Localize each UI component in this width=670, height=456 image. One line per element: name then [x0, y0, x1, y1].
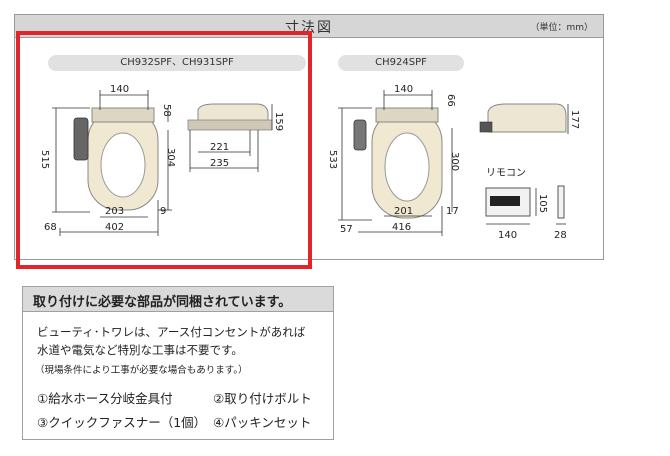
left-dim-total-length: 515 [39, 150, 50, 169]
right-toilet-top-view [338, 90, 453, 236]
left-dim-seat-length: 304 [165, 148, 176, 167]
info-body: ビューティ･トワレは、アース付コンセントがあれば 水道や電気など特別な工事は不要… [22, 312, 334, 440]
right-dim-top-width: 140 [394, 84, 413, 95]
left-dim-top-depth: 58 [161, 104, 172, 117]
info-header: 取り付けに必要な部品が同梱されています。 [22, 286, 334, 312]
left-dim-total-width: 402 [105, 222, 124, 233]
right-dim-total-width: 416 [392, 222, 411, 233]
highlight-frame [16, 31, 312, 269]
part-item-4: ④パッキンセット [213, 415, 312, 430]
remote-dim-height: 105 [537, 194, 548, 213]
right-dim-side-height: 177 [569, 110, 580, 129]
left-dim-top-width: 140 [110, 84, 129, 95]
part-item-3: ③クイックファスナー（1個） [37, 415, 207, 430]
left-dim-side-width-a: 221 [210, 142, 229, 153]
left-seat-hinge [91, 107, 155, 123]
info-line-1: ビューティ･トワレは、アース付コンセントがあれば [37, 325, 306, 339]
right-dim-total-length: 533 [327, 150, 338, 169]
model-label-right: CH924SPF [338, 55, 464, 71]
left-dim-seat-width: 203 [105, 206, 124, 217]
info-note: （現場条件により工事が必要な場合もあります。） [35, 365, 248, 376]
left-toilet-top-view [52, 90, 172, 236]
left-dim-front-gap: 9 [160, 206, 166, 217]
remote-dim-width: 140 [498, 230, 517, 241]
right-dim-seat-width: 201 [394, 206, 413, 217]
right-dim-side-offset: 57 [340, 224, 353, 235]
remote-label: リモコン [486, 168, 526, 179]
remote-control-drawing [485, 185, 566, 225]
info-heading: 取り付けに必要な部品が同梱されています。 [33, 295, 292, 310]
right-dim-top-depth: 66 [445, 94, 456, 107]
left-dim-side-width-b: 235 [210, 158, 229, 169]
left-dim-side-height: 159 [273, 112, 284, 131]
part-item-1: ①給水ホース分岐金具付 [37, 391, 173, 406]
remote-buttons [490, 196, 520, 206]
right-dim-seat-length: 300 [449, 152, 460, 171]
model-label-left: CH932SPF、CH931SPF [48, 55, 306, 71]
remote-dim-depth: 28 [554, 230, 567, 241]
remote-side [557, 185, 565, 219]
left-dim-side-offset: 68 [44, 222, 57, 233]
right-dim-front-gap: 17 [446, 206, 459, 217]
info-line-2: 水道や電気など特別な工事は不要です。 [37, 343, 243, 357]
right-toilet-side-view [479, 103, 569, 134]
left-seat-opening [100, 132, 146, 198]
unit-label: （単位：mm） [530, 23, 593, 33]
left-control-panel [73, 117, 89, 161]
part-item-2: ②取り付けボルト [213, 391, 312, 406]
left-toilet-side-view [187, 103, 273, 172]
